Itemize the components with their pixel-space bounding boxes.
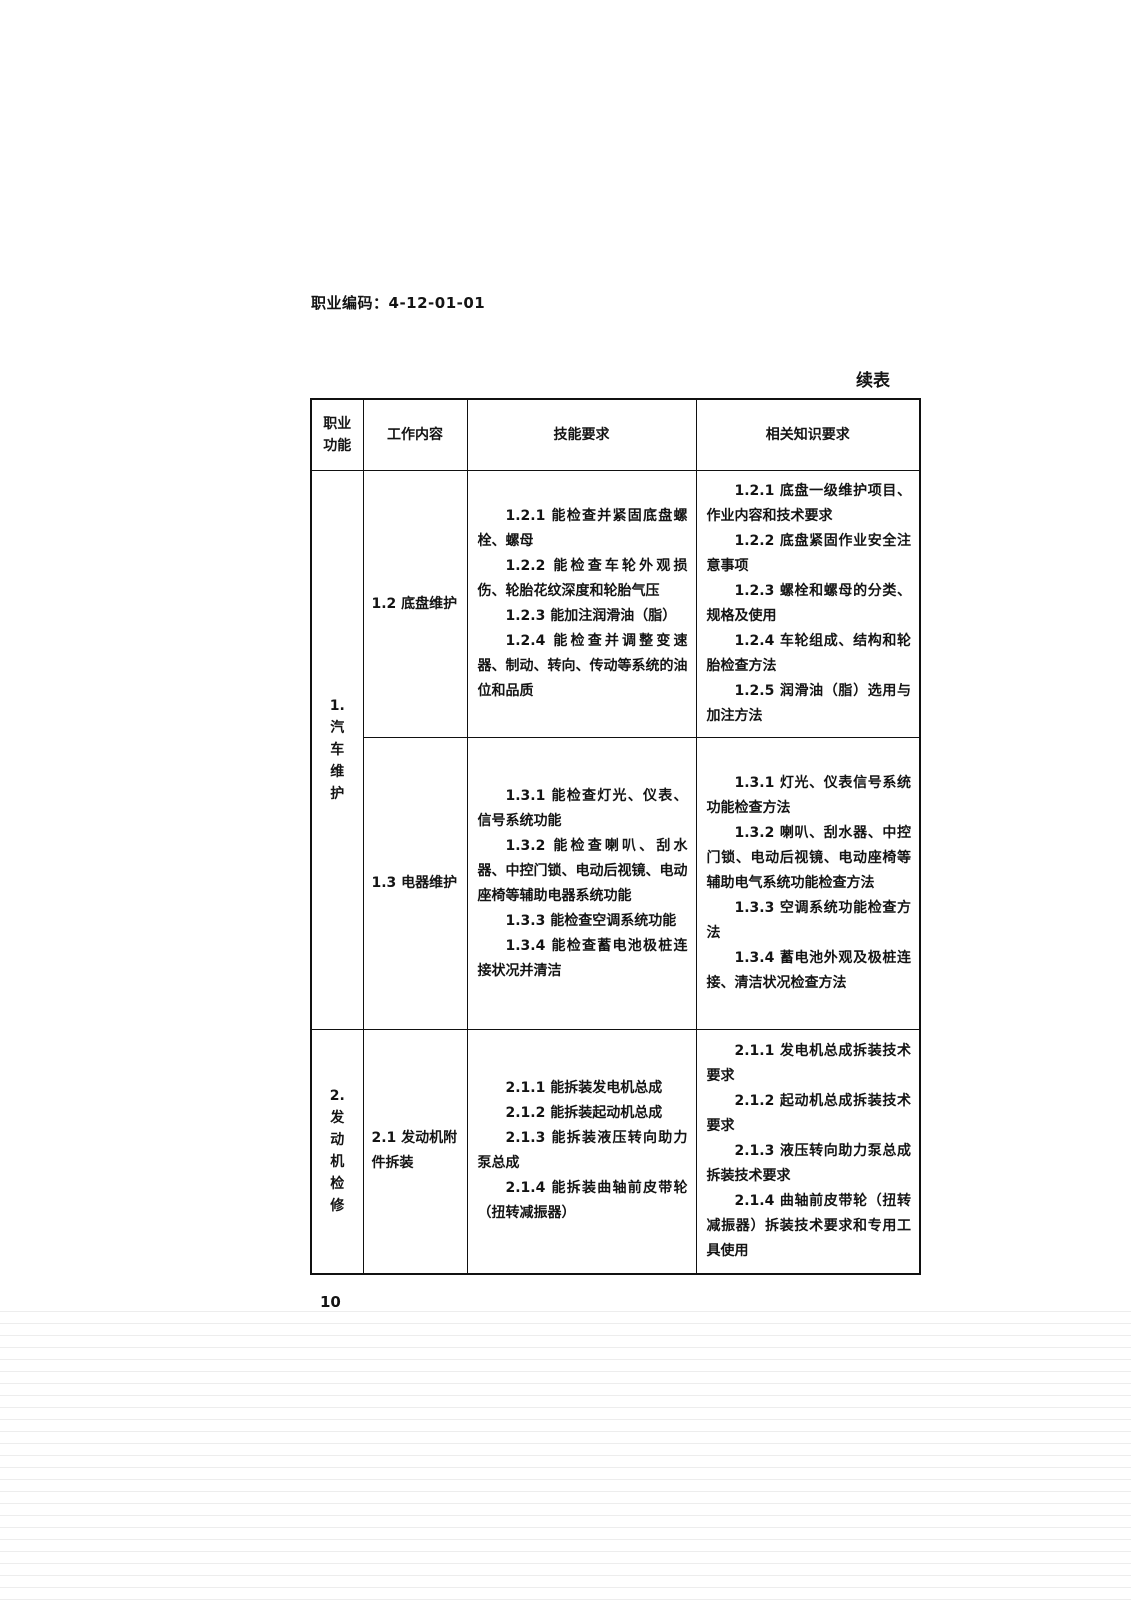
list-item: 2.1.3 能拆装液压转向助力泵总成	[477, 1130, 688, 1172]
list-item: 1.3.1 能检查灯光、仪表、信号系统功能	[477, 787, 688, 829]
list-item: 1.2.2 底盘紧固作业安全注意事项	[706, 533, 912, 574]
function-label: 2. 发动机检修	[329, 1088, 345, 1215]
table-continued-label: 续表	[856, 371, 890, 391]
list-item: 1.2.1 能检查并紧固底盘螺栓、螺母	[477, 508, 688, 549]
page-number: 10	[320, 1293, 341, 1311]
list-item: 1.2.4 车轮组成、结构和轮胎检查方法	[706, 633, 912, 674]
list-item: 1.3.4 能检查蓄电池极桩连接状况并清洁	[477, 937, 688, 979]
work-content-cell: 2.1 发动机附件拆装	[362, 1029, 468, 1274]
list-item: 2.1.2 能拆装起动机总成	[505, 1105, 663, 1122]
knowledge-requirements-cell: 1.3.1 灯光、仪表信号系统功能检查方法 1.3.2 喇叭、刮水器、中控门锁、…	[695, 737, 921, 1030]
function-cell-engine-repair: 2. 发动机检修	[310, 1029, 364, 1274]
list-item: 2.1.1 能拆装发电机总成	[505, 1080, 663, 1097]
header-skill-requirements: 技能要求	[466, 398, 697, 471]
header-occupation-function: 职业功能	[310, 398, 364, 471]
list-item: 1.2.3 螺栓和螺母的分类、规格及使用	[706, 583, 912, 624]
list-item: 1.2.5 润滑油（脂）选用与加注方法	[706, 683, 912, 724]
list-item: 1.3.3 空调系统功能检查方法	[706, 900, 912, 941]
list-item: 2.1.1 发电机总成拆装技术要求	[706, 1042, 912, 1084]
table-row: 1. 汽车维护 1.2 底盘维护 1.2.1 能检查并紧固底盘螺栓、螺母 1.2…	[310, 470, 921, 1030]
table-row: 2. 发动机检修 2.1 发动机附件拆装 2.1.1 能拆装发电机总成 2.1.…	[310, 1029, 921, 1274]
list-item: 1.3.2 喇叭、刮水器、中控门锁、电动后视镜、电动座椅等辅助电气系统功能检查方…	[706, 825, 912, 891]
list-item: 1.2.3 能加注润滑油（脂）	[505, 608, 677, 624]
list-item: 2.1.2 起动机总成拆装技术要求	[706, 1092, 912, 1134]
skill-requirements-cell: 1.3.1 能检查灯光、仪表、信号系统功能 1.3.2 能检查喇叭、刮水器、中控…	[466, 737, 697, 1030]
header-knowledge-requirements: 相关知识要求	[695, 398, 921, 471]
knowledge-requirements-cell: 1.2.1 底盘一级维护项目、作业内容和技术要求 1.2.2 底盘紧固作业安全注…	[695, 470, 921, 738]
list-item: 1.3.1 灯光、仪表信号系统功能检查方法	[706, 775, 912, 816]
list-item: 1.2.4 能检查并调整变速器、制动、转向、传动等系统的油位和品质	[477, 633, 688, 699]
table-row: 1.3 电器维护 1.3.1 能检查灯光、仪表、信号系统功能 1.3.2 能检查…	[311, 737, 921, 1030]
list-item: 1.2.1 底盘一级维护项目、作业内容和技术要求	[706, 483, 912, 524]
header-work-content: 工作内容	[362, 398, 468, 471]
list-item: 1.3.4 蓄电池外观及极桩连接、清洁状况检查方法	[706, 950, 912, 991]
knowledge-requirements-cell: 2.1.1 发电机总成拆装技术要求 2.1.2 起动机总成拆装技术要求 2.1.…	[695, 1029, 921, 1274]
list-item: 2.1.4 能拆装曲轴前皮带轮（扭转减振器）	[477, 1180, 688, 1222]
occupation-code: 职业编码：4-12-01-01	[311, 294, 486, 312]
skill-requirements-cell: 1.2.1 能检查并紧固底盘螺栓、螺母 1.2.2 能检查车轮外观损伤、轮胎花纹…	[466, 470, 697, 738]
work-content-cell: 1.3 电器维护	[362, 737, 468, 1030]
skill-requirements-cell: 2.1.1 能拆装发电机总成 2.1.2 能拆装起动机总成 2.1.3 能拆装液…	[466, 1029, 697, 1274]
list-item: 1.3.3 能检查空调系统功能	[505, 912, 677, 929]
list-item: 2.1.3 液压转向助力泵总成拆装技术要求	[706, 1142, 912, 1184]
list-item: 1.3.2 能检查喇叭、刮水器、中控门锁、电动后视镜、电动座椅等辅助电器系统功能	[477, 837, 688, 904]
function-label: 1. 汽车维护	[329, 698, 345, 802]
standard-table-container: 职业功能 工作内容 技能要求 相关知识要求 1. 汽车维护 1.2 底盘维护 1…	[310, 398, 921, 1275]
list-item: 2.1.4 曲轴前皮带轮（扭转减振器）拆装技术要求和专用工具使用	[706, 1192, 912, 1259]
scan-artifact-background	[0, 1300, 1131, 1600]
table-header-row: 职业功能 工作内容 技能要求 相关知识要求	[310, 398, 921, 471]
work-content-cell: 1.2 底盘维护	[362, 470, 468, 738]
list-item: 1.2.2 能检查车轮外观损伤、轮胎花纹深度和轮胎气压	[477, 558, 688, 599]
function-cell-vehicle-maintenance: 1. 汽车维护	[310, 470, 364, 1030]
skill-standard-table: 职业功能 工作内容 技能要求 相关知识要求 1. 汽车维护 1.2 底盘维护 1…	[310, 398, 921, 1275]
